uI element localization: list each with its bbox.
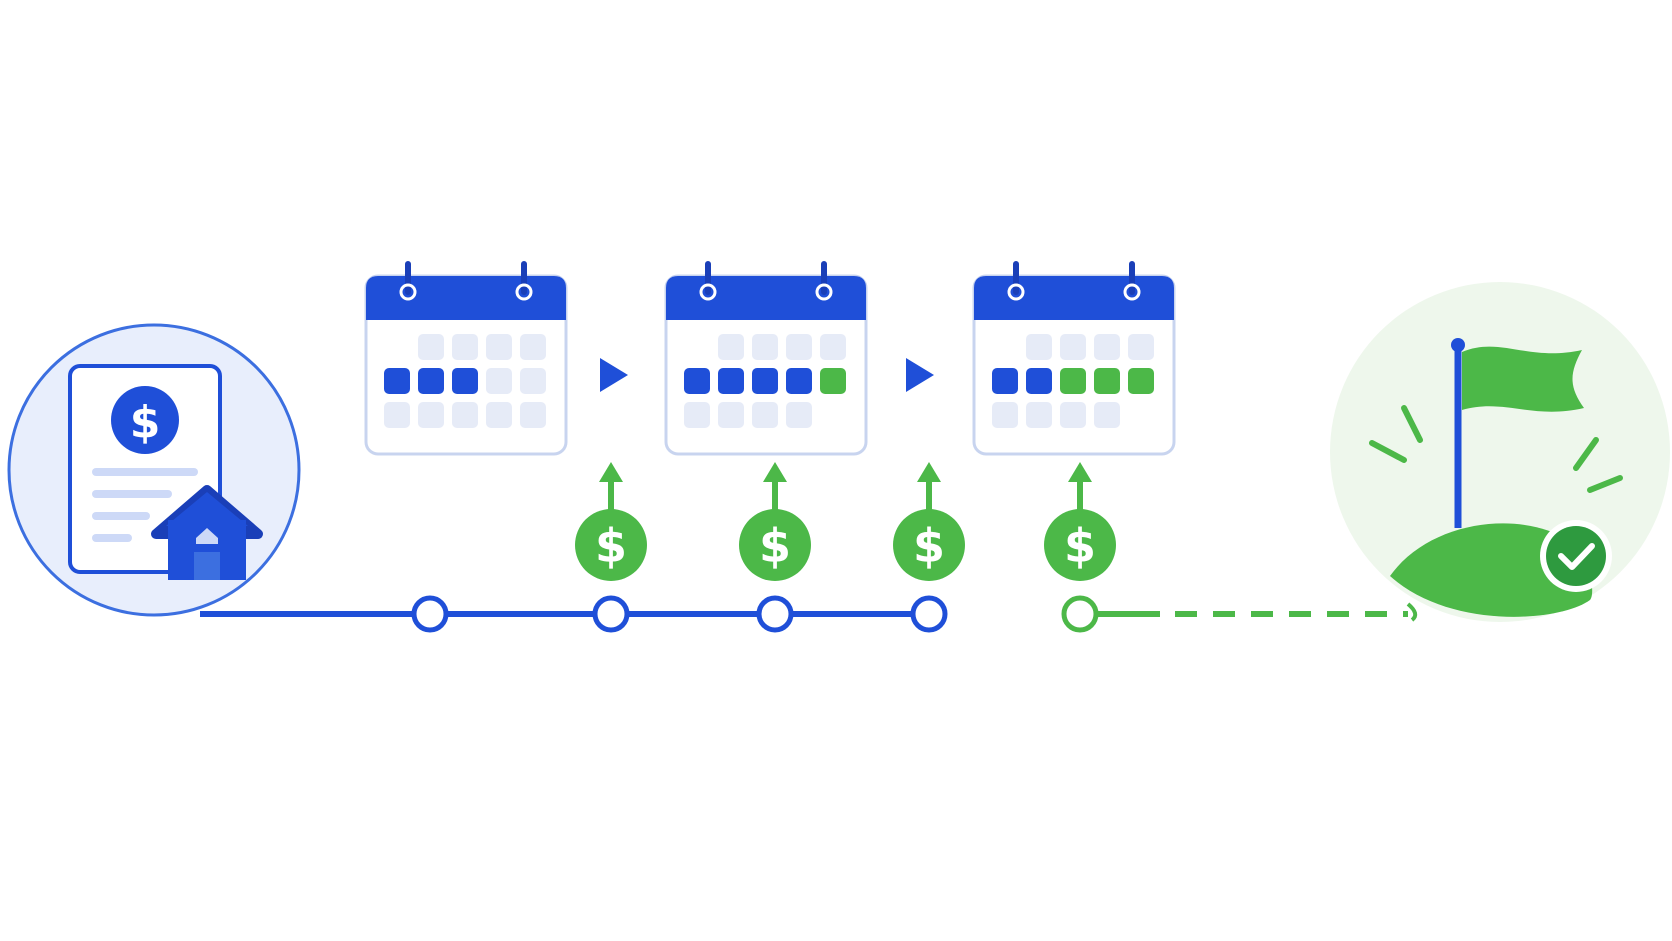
calendar-day-cell	[992, 402, 1018, 428]
payment-dollar-glyph: $	[913, 519, 945, 573]
payment-up-arrow-head	[599, 462, 623, 482]
calendar-day-cell	[786, 334, 812, 360]
payment-up-arrow-head	[917, 462, 941, 482]
payment-group: $ $ $ $	[575, 462, 1116, 581]
calendar-ring-hole	[399, 283, 417, 301]
calendar-day-cell	[384, 402, 410, 428]
dollar-coin-icon: $	[1044, 462, 1116, 581]
calendar-day-cell	[1094, 368, 1120, 394]
calendar-ring-hole	[515, 283, 533, 301]
calendar-day-cell	[520, 402, 546, 428]
play-arrow-icon	[906, 358, 934, 392]
document-dollar-glyph: $	[130, 397, 161, 448]
calendar-ring-hole	[815, 283, 833, 301]
calendar-day-cell	[684, 368, 710, 394]
calendar-day-cell	[1060, 368, 1086, 394]
payment-coin	[1044, 509, 1116, 581]
calendar-day-cell	[752, 368, 778, 394]
calendar-day-cell	[786, 402, 812, 428]
calendar-day-cell	[384, 368, 410, 394]
timeline-node	[411, 595, 449, 633]
calendar-header	[666, 276, 866, 320]
calendar-ring-hole	[1007, 283, 1025, 301]
calendar-day-cell	[418, 334, 444, 360]
payment-dollar-glyph: $	[1064, 519, 1096, 573]
payment-up-arrow-head	[763, 462, 787, 482]
calendar-day-cell	[1060, 402, 1086, 428]
calendar-day-cell	[452, 334, 478, 360]
calendar-day-cell	[418, 402, 444, 428]
calendar-day-cell	[718, 402, 744, 428]
start-group: $	[7, 323, 301, 617]
calendar-icon	[364, 261, 568, 456]
calendar-ring-hole	[699, 283, 717, 301]
calendar-day-cell	[1026, 368, 1052, 394]
check-circle-icon	[1540, 520, 1612, 592]
timeline-node	[1061, 595, 1099, 633]
calendar-day-cell	[820, 334, 846, 360]
calendar-icon	[972, 261, 1176, 456]
timeline-node-group	[411, 595, 1099, 633]
payment-coin	[893, 509, 965, 581]
calendar-day-cell	[820, 368, 846, 394]
payment-up-arrow-head	[1068, 462, 1092, 482]
calendar-day-cell	[486, 334, 512, 360]
calendar-day-cell	[486, 368, 512, 394]
calendar-day-cell	[520, 334, 546, 360]
finish-group	[1330, 282, 1670, 622]
calendar-day-cell	[1026, 334, 1052, 360]
calendar-day-cell	[486, 402, 512, 428]
calendar-day-cell	[718, 334, 744, 360]
calendar-day-cell	[452, 368, 478, 394]
calendar-day-cell	[1060, 334, 1086, 360]
calendar-day-cell	[752, 402, 778, 428]
dollar-coin-icon: $	[739, 462, 811, 581]
timeline-node	[592, 595, 630, 633]
calendar-day-cell	[684, 402, 710, 428]
calendar-day-cell	[718, 368, 744, 394]
calendar-day-cell	[1026, 402, 1052, 428]
calendar-icon	[664, 261, 868, 456]
calendar-header	[366, 276, 566, 320]
mortgage-document-house-icon: $	[68, 364, 263, 580]
calendar-day-cell	[520, 368, 546, 394]
calendar-day-cell	[1094, 402, 1120, 428]
timeline-node	[756, 595, 794, 633]
play-arrow-icon	[600, 358, 628, 392]
calendar-day-cell	[752, 334, 778, 360]
dollar-coin-icon: $	[575, 462, 647, 581]
calendar-day-cell	[452, 402, 478, 428]
flag-on-hill-icon	[1369, 338, 1623, 622]
calendar-day-cell	[1128, 368, 1154, 394]
payment-coin	[739, 509, 811, 581]
payment-coin	[575, 509, 647, 581]
calendar-header	[974, 276, 1174, 320]
calendar-day-cell	[786, 368, 812, 394]
calendar-ring-hole	[1123, 283, 1141, 301]
calendar-day-cell	[1128, 334, 1154, 360]
speed-lines	[1156, 508, 1320, 565]
payment-dollar-glyph: $	[759, 519, 791, 573]
calendar-day-cell	[992, 368, 1018, 394]
calendar-day-cell	[418, 368, 444, 394]
payment-dollar-glyph: $	[595, 519, 627, 573]
dollar-coin-icon: $	[893, 462, 965, 581]
timeline-node	[910, 595, 948, 633]
calendar-group	[364, 261, 1176, 456]
calendar-day-cell	[1094, 334, 1120, 360]
